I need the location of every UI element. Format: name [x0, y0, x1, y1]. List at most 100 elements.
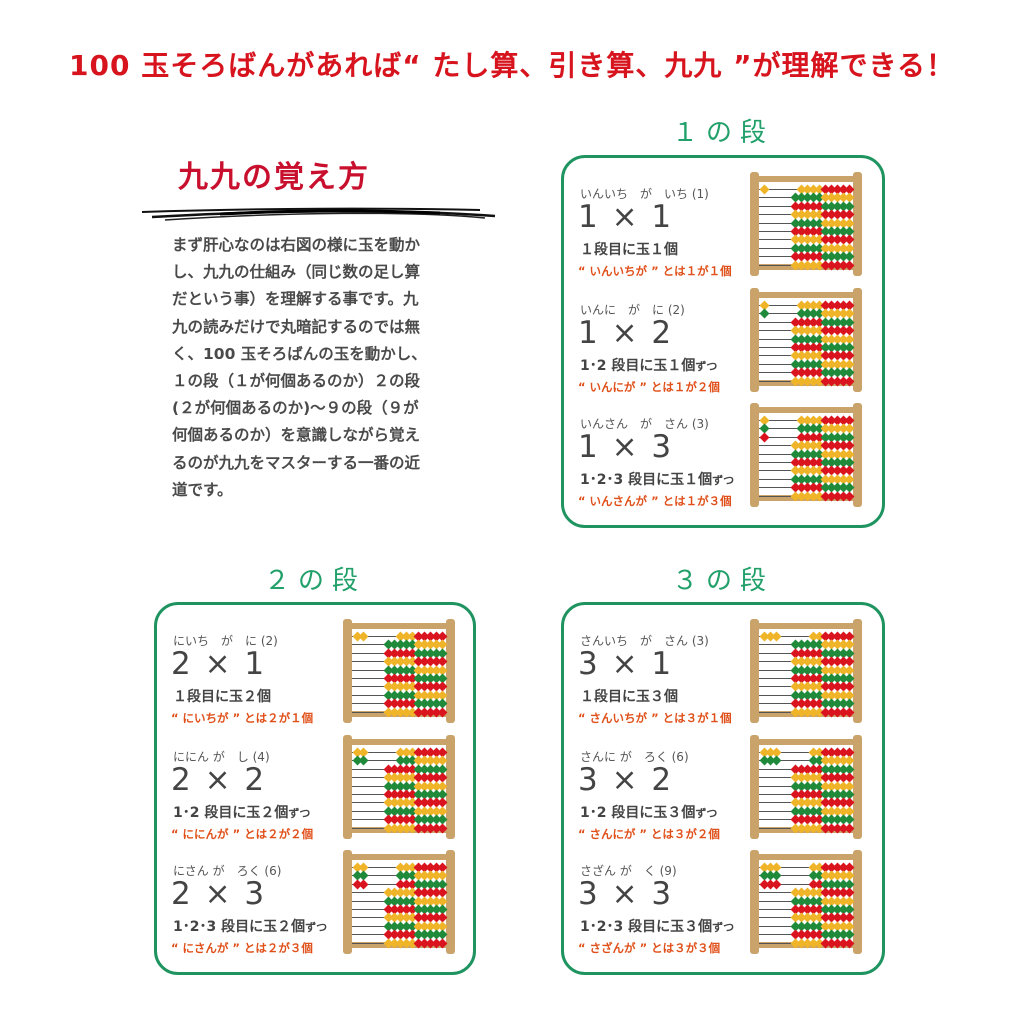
abacus-post	[343, 619, 352, 723]
description-suffix: ずつ	[305, 921, 328, 934]
description-suffix: ずつ	[695, 807, 718, 820]
body-line: 何個あるのか）を意識しながら覚え	[172, 426, 421, 445]
how-to-body: まず肝心なのは右図の様に玉を動か し、九九の仕組み（同じ数の足し算 だという事）…	[172, 232, 472, 504]
bead	[771, 879, 782, 890]
bead	[771, 755, 782, 766]
abacus-rod	[759, 760, 853, 762]
abacus-illustration	[343, 619, 455, 723]
description: 1･2 段目に玉２個ずつ	[173, 802, 310, 822]
bead	[771, 631, 782, 642]
body-line: １の段（１が何個あるのか）２の段	[172, 372, 421, 391]
multiplication-item: ににん が し (4)2 × 2 1･2 段目に玉２個ずつ “ ににんが ” とは２…	[157, 748, 473, 864]
abacus-illustration	[343, 735, 455, 839]
abacus-bar	[756, 739, 856, 745]
abacus-post	[853, 735, 862, 839]
description: 1･2 段目に玉３個ずつ	[580, 802, 717, 822]
body-line: るのが九九をマスターする一番の近	[172, 453, 421, 472]
description: １段目に玉１個	[580, 239, 678, 259]
description: 1･2･3 段目に玉１個ずつ	[580, 469, 734, 489]
note: “ さんいちが ” とは３が１個	[578, 711, 732, 725]
description-text: 1･2 段目に玉２個	[173, 805, 289, 821]
body-line: 九の読みだけで丸暗記するのでは無	[172, 317, 421, 336]
brush-underline-icon	[141, 207, 496, 221]
body-line: (２が何個あるのか)～９の段（９が	[172, 399, 419, 418]
abacus-post	[853, 619, 862, 723]
note: “ さんにが ” とは３が２個	[578, 827, 720, 841]
abacus-rod	[759, 636, 853, 637]
abacus-post	[750, 619, 759, 723]
abacus-rod	[759, 883, 853, 885]
bead	[358, 879, 369, 890]
bead	[759, 432, 770, 443]
description: １段目に玉３個	[580, 686, 678, 706]
description-suffix: ずつ	[712, 921, 735, 934]
formula: 3 × 1	[578, 646, 674, 682]
note: “ いんいちが ” とは１が１個	[578, 264, 732, 278]
formula: 2 × 3	[171, 876, 267, 912]
reading: さざん が く (9)	[580, 864, 677, 878]
abacus-rod	[759, 752, 853, 753]
formula: 1 × 1	[578, 199, 674, 235]
description-suffix: ずつ	[288, 807, 311, 820]
abacus-bar	[756, 854, 856, 860]
reading: さんに が ろく (6)	[580, 750, 689, 764]
abacus-bar	[756, 292, 856, 298]
note: “ さざんが ” とは３が３個	[578, 941, 721, 955]
abacus-post	[750, 403, 759, 507]
multiplication-item: さざん が く (9)3 × 3 1･2･3 段目に玉３個ずつ “ さざんが ” と…	[564, 862, 882, 978]
section-title-2: ２の段	[263, 566, 366, 596]
abacus-post	[446, 735, 455, 839]
abacus-post	[853, 850, 862, 954]
headline: 100 玉そろばんがあれば“ たし算、引き算、九九 ”が理解できる！	[69, 49, 955, 82]
abacus-bar	[349, 623, 449, 629]
abacus-illustration	[750, 288, 862, 392]
body-line: し、九九の仕組み（同じ数の足し算	[172, 263, 421, 282]
description-text: 1･2 段目に玉１個	[580, 358, 696, 374]
abacus-post	[853, 172, 862, 276]
reading: いんいち が いち (1)	[580, 187, 709, 201]
bead	[759, 308, 770, 319]
formula: 1 × 3	[578, 429, 674, 465]
abacus-post	[750, 172, 759, 276]
abacus-illustration	[750, 619, 862, 723]
description: 1･2 段目に玉１個ずつ	[580, 355, 717, 375]
description-text: １段目に玉２個	[173, 689, 271, 705]
abacus-post	[750, 850, 759, 954]
note: “ にさんが ” とは２が３個	[171, 941, 313, 955]
abacus-bar	[349, 854, 449, 860]
abacus-post	[853, 288, 862, 392]
description: １段目に玉２個	[173, 686, 271, 706]
abacus-post	[343, 850, 352, 954]
abacus-rod	[759, 867, 853, 868]
formula: 3 × 3	[578, 876, 674, 912]
abacus-illustration	[750, 172, 862, 276]
abacus-illustration	[750, 735, 862, 839]
note: “ ににんが ” とは２が２個	[171, 827, 314, 841]
abacus-rod	[759, 875, 853, 877]
multiplication-item: いんいち が いち (1)1 × 1 １段目に玉１個 “ いんいちが ” とは１が１…	[564, 185, 882, 301]
abacus-post	[853, 403, 862, 507]
body-line: だという事）を理解する事です。九	[172, 290, 419, 309]
abacus-illustration	[750, 403, 862, 507]
reading: ににん が し (4)	[173, 750, 270, 764]
description-text: 1･2 段目に玉３個	[580, 805, 696, 821]
abacus-post	[750, 288, 759, 392]
formula: 2 × 2	[171, 762, 267, 798]
bead	[759, 184, 770, 195]
note: “ いんさんが ” とは１が３個	[578, 494, 732, 508]
abacus-bar	[349, 739, 449, 745]
reading: にさん が ろく (6)	[173, 864, 282, 878]
abacus-bar	[756, 176, 856, 182]
description-text: 1･2･3 段目に玉３個	[580, 919, 713, 935]
bead	[358, 631, 369, 642]
reading: にいち が に (2)	[173, 634, 278, 648]
abacus-bar	[756, 623, 856, 629]
body-line: 道です。	[172, 480, 233, 499]
